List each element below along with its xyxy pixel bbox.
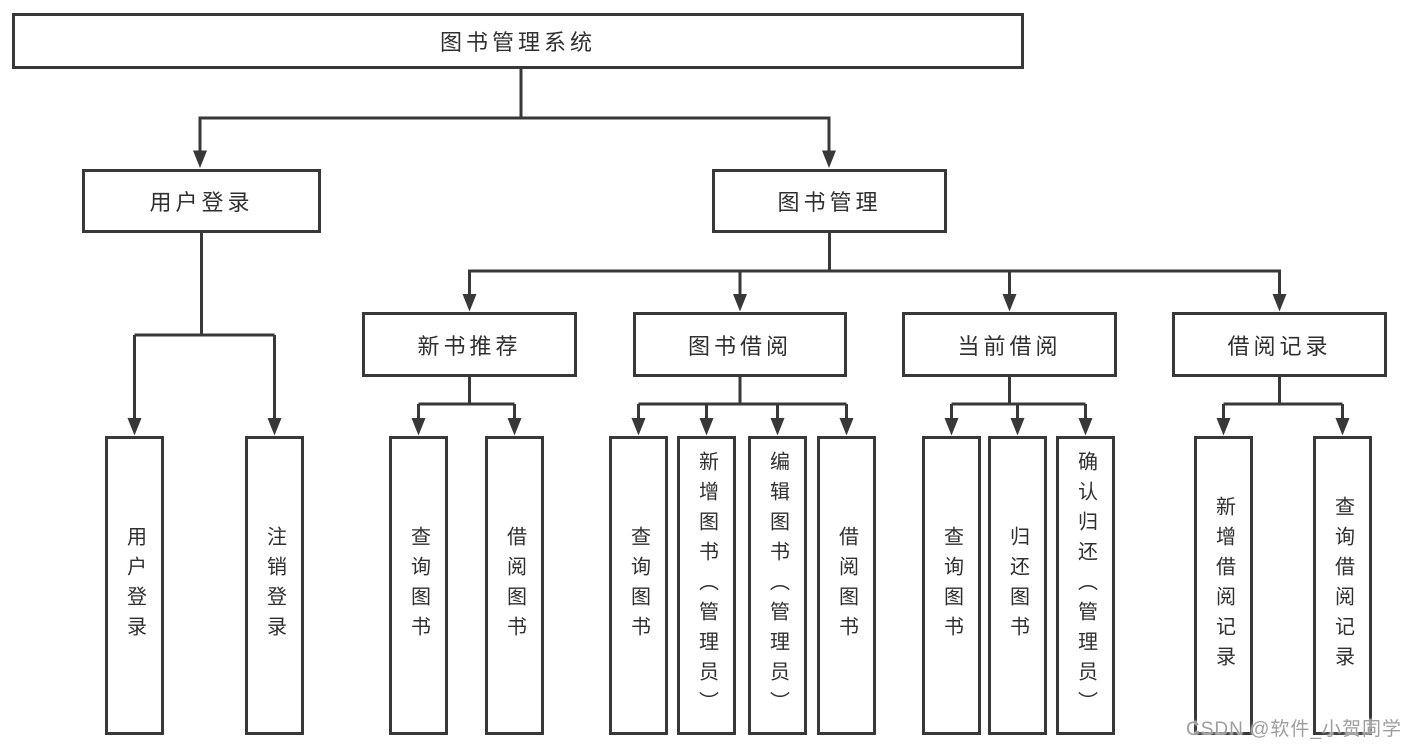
leaf-label: 用户登录 xyxy=(123,525,146,646)
leaf-label: 查询图书 xyxy=(627,525,650,646)
leaf-label: 归还图书 xyxy=(1006,525,1029,646)
leaf-add-borrow-record: 新增借阅记录 xyxy=(1194,436,1253,735)
node-book-borrowing: 图书借阅 xyxy=(633,312,847,377)
leaf-query-books-current: 查询图书 xyxy=(922,436,981,735)
connector-line xyxy=(198,69,831,152)
leaf-label: 查询图书 xyxy=(407,525,430,646)
leaf-label: 确认归还（管理员） xyxy=(1074,450,1097,721)
arrow-down-icon xyxy=(462,294,1287,312)
leaf-label: 借阅图书 xyxy=(503,525,526,646)
node-new-book-recommend: 新书推荐 xyxy=(362,312,577,377)
arrow-down-icon xyxy=(631,418,854,436)
leaf-add-books-admin: 新增图书（管理员） xyxy=(677,436,736,735)
arrow-down-icon xyxy=(127,418,282,436)
leaf-user-login: 用户登录 xyxy=(105,436,164,735)
node-current-borrowing: 当前借阅 xyxy=(902,312,1117,377)
watermark: CSDN @软件_小贺同学 xyxy=(1186,719,1402,740)
connector-line xyxy=(133,233,276,420)
leaf-query-books-borrow: 查询图书 xyxy=(609,436,668,735)
leaf-confirm-return-admin: 确认归还（管理员） xyxy=(1056,436,1115,735)
leaf-label: 注销登录 xyxy=(263,525,286,646)
node-book-management: 图书管理 xyxy=(712,169,947,233)
leaf-label: 查询图书 xyxy=(940,525,963,646)
leaf-label: 新增借阅记录 xyxy=(1212,495,1235,676)
arrow-down-icon xyxy=(1216,418,1350,436)
node-user-login: 用户登录 xyxy=(82,169,321,233)
connector-line xyxy=(637,377,848,420)
leaf-query-borrow-record: 查询借阅记录 xyxy=(1313,436,1372,735)
leaf-borrow-books-recommend: 借阅图书 xyxy=(485,436,544,735)
leaf-return-books: 归还图书 xyxy=(988,436,1047,735)
leaf-query-books-recommend: 查询图书 xyxy=(389,436,448,735)
connector-line xyxy=(417,377,516,420)
leaf-label: 新增图书（管理员） xyxy=(695,450,718,721)
leaf-label: 编辑图书（管理员） xyxy=(766,450,789,721)
arrow-down-icon xyxy=(411,418,522,436)
leaf-logout-login: 注销登录 xyxy=(245,436,304,735)
node-library-system: 图书管理系统 xyxy=(12,13,1024,69)
node-borrowing-records: 借阅记录 xyxy=(1172,312,1387,377)
connector-line xyxy=(468,233,1281,295)
connector-line xyxy=(950,377,1087,420)
leaf-label: 查询借阅记录 xyxy=(1331,495,1354,676)
arrow-down-icon xyxy=(193,150,836,168)
leaf-edit-books-admin: 编辑图书（管理员） xyxy=(748,436,807,735)
arrow-down-icon xyxy=(944,418,1093,436)
connector-line xyxy=(1222,377,1344,420)
leaf-borrow-books: 借阅图书 xyxy=(817,436,876,735)
leaf-label: 借阅图书 xyxy=(835,525,858,646)
